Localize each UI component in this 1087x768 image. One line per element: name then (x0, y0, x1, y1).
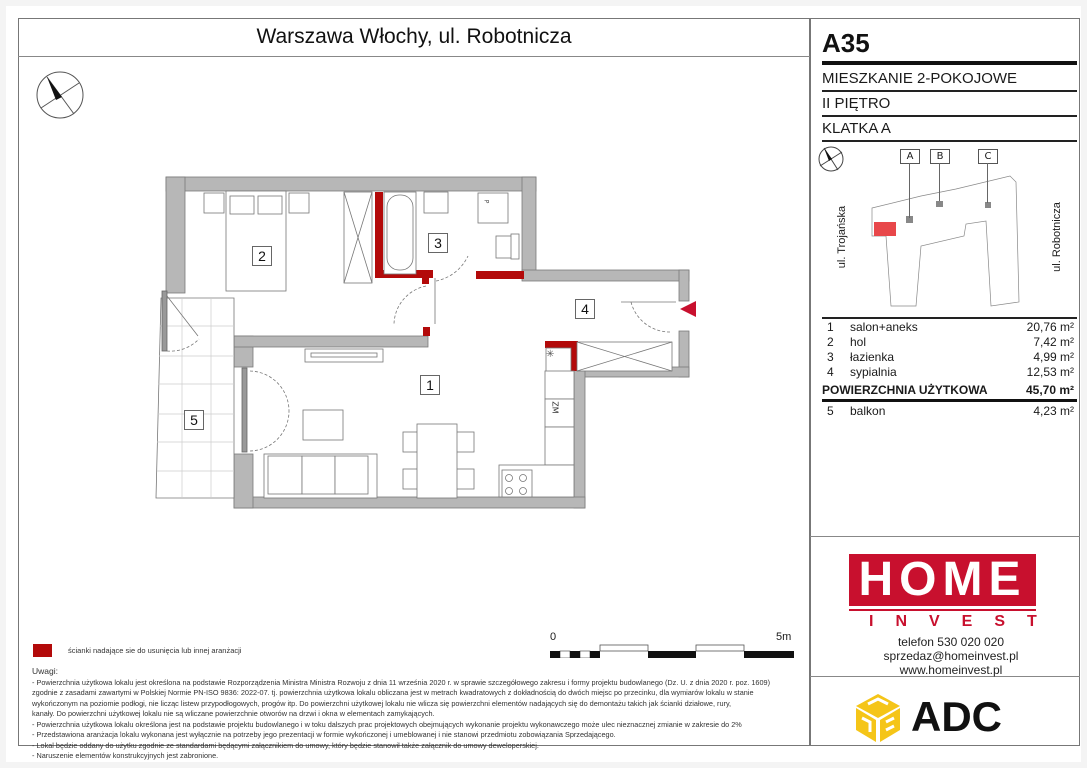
info-divider-logo (810, 536, 1080, 537)
staircase-line-B (939, 163, 940, 201)
apartment-code: A35 (822, 28, 870, 58)
street-label-left: ul. Trojańska (836, 205, 848, 269)
legend-text: ścianki nadające sie do usunięcia lub in… (68, 646, 242, 655)
washer-p-mark: P (482, 199, 490, 204)
legend-swatch (33, 644, 52, 657)
plan-frame (18, 18, 810, 746)
note-line: - Lokal będzie oddany do użytku zgodnie … (32, 740, 539, 750)
floor-plan-sheet: Warszawa Włochy, ul. Robotnicza (6, 6, 1081, 762)
room-row: 4 sypialnia 12,53 m² (827, 365, 1074, 379)
apartment-staircase: KLATKA A (822, 120, 891, 137)
note-line: - Powierzchnia użytkowa lokalu określona… (32, 719, 742, 729)
contact-email[interactable]: sprzedaz@homeinvest.pl (883, 649, 1019, 663)
fridge-mark: ✳ (546, 349, 555, 360)
apartment-floor-plan (155, 176, 696, 509)
staircase-marker-B: B (930, 149, 950, 164)
adc-wordmark: ADC (911, 693, 1002, 740)
note-line: - Powierzchnia użytkowa lokalu jest okre… (32, 677, 771, 687)
note-line: - Naruszenie elementów konstrukcyjnych j… (32, 751, 219, 760)
invest-wordmark: INVEST (869, 613, 1059, 630)
divider (822, 90, 1077, 92)
divider (822, 317, 1077, 319)
plan-label-room-1: 1 (420, 375, 440, 395)
page-title: Warszawa Włochy, ul. Robotnicza (18, 18, 810, 57)
street-label-right: ul. Robotnicza (1051, 202, 1063, 272)
home-wordmark: HOME (849, 554, 1036, 606)
divider-thick (822, 399, 1077, 402)
plan-label-room-2: 2 (252, 246, 272, 266)
total-area-row: POWIERZCHNIA UŻYTKOWA 45,70 m² (822, 383, 1074, 397)
scale-bar (550, 644, 794, 658)
contact-website[interactable]: www.homeinvest.pl (899, 663, 1003, 677)
staircase-marker-A: A (900, 149, 920, 164)
note-line: zgodnie z zasadami zawartymi w Polskiej … (32, 688, 754, 697)
scale-end-label: 5m (776, 631, 792, 643)
plan-label-room-5: 5 (184, 410, 204, 430)
room-row: 3 łazienka 4,99 m² (827, 350, 1074, 364)
balcony-row: 5 balkon 4,23 m² (827, 404, 1074, 418)
compass-icon (36, 71, 84, 119)
info-divider-adc (810, 676, 1080, 677)
room-row: 1 salon+aneks 20,76 m² (827, 320, 1074, 334)
site-compass-icon (818, 146, 844, 172)
staircase-marker-C: C (978, 149, 998, 164)
apartment-type: MIESZKANIE 2-POKOJOWE (822, 70, 1018, 87)
staircase-line-A (909, 163, 910, 218)
logo-rule (849, 609, 1036, 611)
site-plan (871, 175, 1020, 307)
contact-phone: telefon 530 020 020 (897, 635, 1005, 649)
note-line: - Przedstawiona aranżacja lokalu wykonan… (32, 730, 616, 739)
zm-mark: ZM (550, 401, 560, 414)
divider (822, 140, 1077, 142)
notes-heading: Uwagi: (32, 666, 58, 676)
adc-cube-icon (856, 694, 900, 742)
apartment-floor: II PIĘTRO (822, 95, 891, 112)
plan-label-room-3: 3 (428, 233, 448, 253)
note-line: kanały. Do powierzchni użytkowej lokalu … (32, 709, 435, 718)
divider (822, 115, 1077, 117)
scale-start-label: 0 (550, 631, 557, 643)
room-row: 2 hol 7,42 m² (827, 335, 1074, 349)
note-line: wykończonym na poziomie podłogi, nie lic… (32, 698, 732, 708)
divider-thick (822, 61, 1077, 65)
info-frame (810, 18, 1080, 746)
home-invest-logo: HOME INVEST (849, 554, 1059, 631)
notes-section: Uwagi: - Powierzchnia użytkowa lokalu je… (32, 666, 802, 762)
plan-label-room-4: 4 (575, 299, 595, 319)
staircase-line-C (987, 163, 988, 203)
